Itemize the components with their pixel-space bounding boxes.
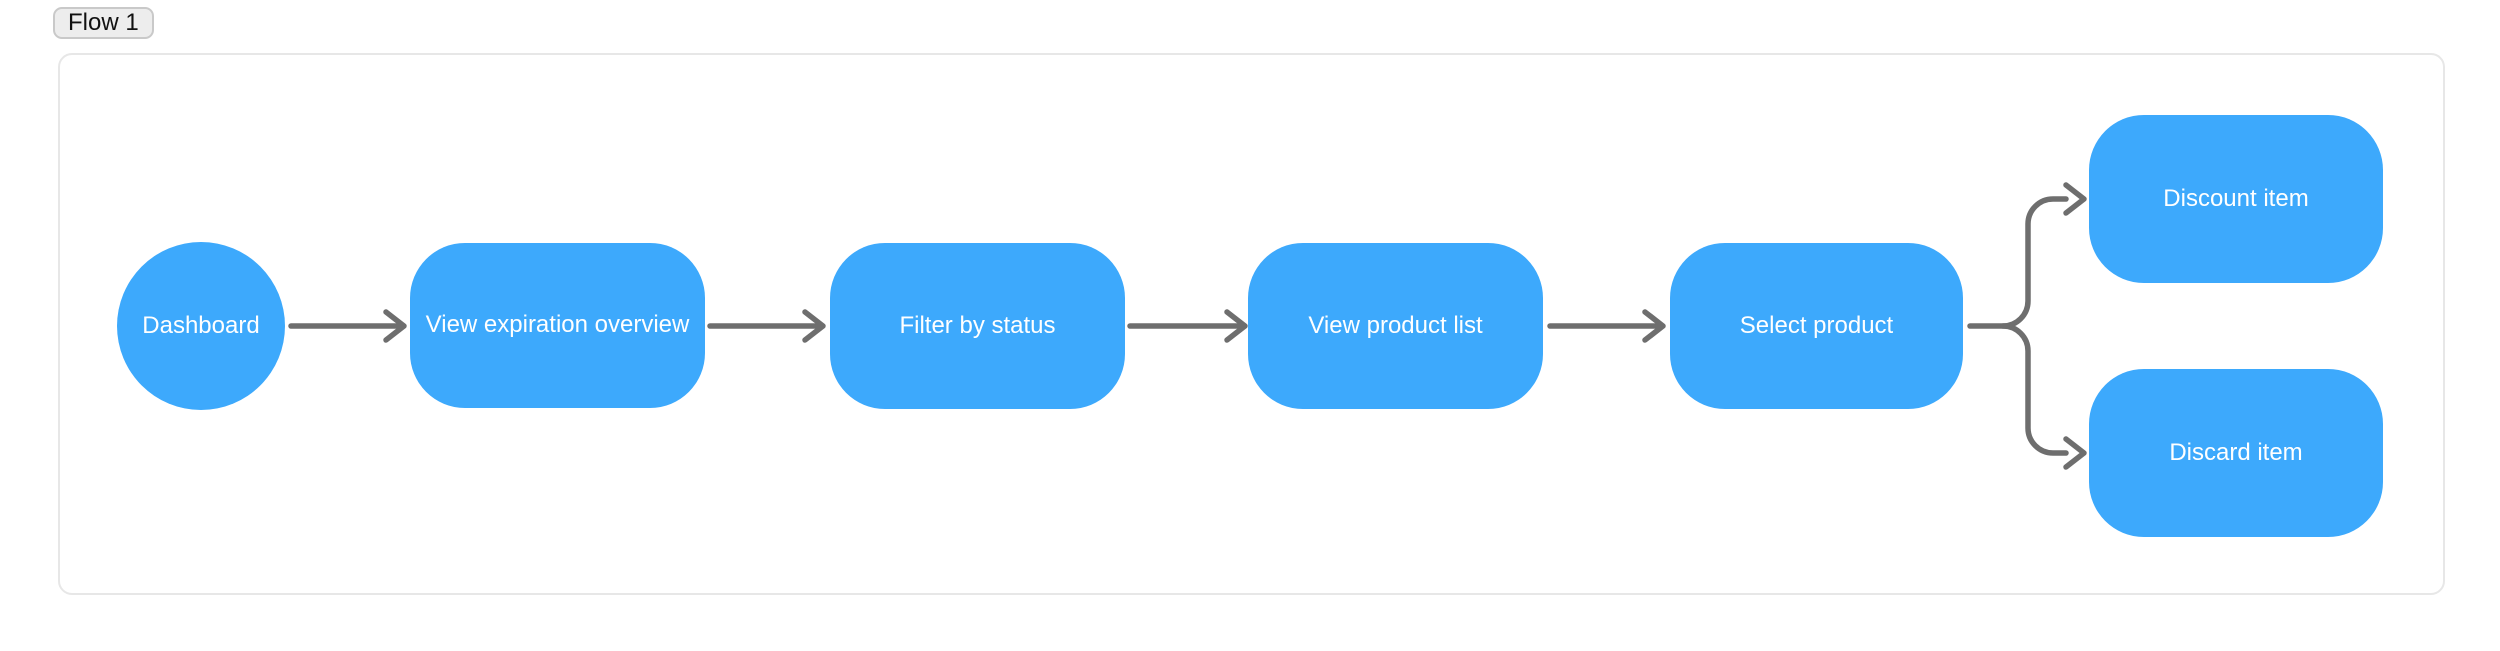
node-label: Discard item <box>2169 438 2303 466</box>
node-label: Filter by status <box>899 311 1056 339</box>
flow-node-discard-item[interactable]: Discard item <box>2089 369 2383 537</box>
flow-node-select-product[interactable]: Select product <box>1670 243 1963 409</box>
flow-title-badge[interactable]: Flow 1 <box>53 7 154 39</box>
flow-node-view-expiration-overview[interactable]: View expiration overview <box>410 243 705 408</box>
flow-node-discount-item[interactable]: Discount item <box>2089 115 2383 283</box>
node-label: Select product <box>1739 311 1894 339</box>
node-label: Dashboard <box>142 311 260 339</box>
flow-node-view-product-list[interactable]: View product list <box>1248 243 1543 409</box>
node-label: Discount item <box>2163 184 2309 212</box>
flow-title-label: Flow 1 <box>68 9 139 36</box>
node-label: View expiration overview <box>425 311 690 339</box>
flow-node-dashboard[interactable]: Dashboard <box>117 242 285 410</box>
flow-node-filter-by-status[interactable]: Filter by status <box>830 243 1125 409</box>
node-label: View product list <box>1308 311 1483 339</box>
